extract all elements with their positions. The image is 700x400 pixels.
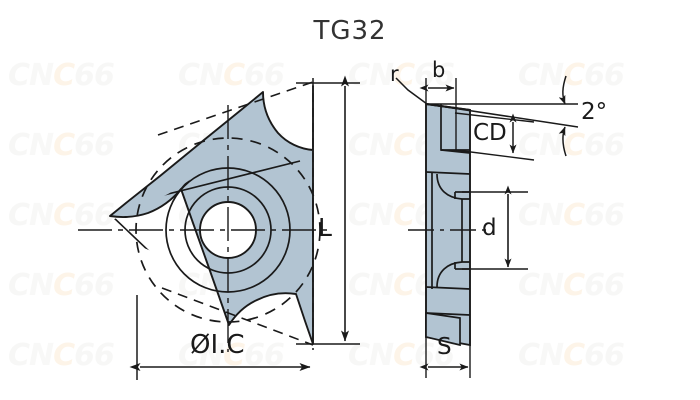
leader-line-cd-top [454, 112, 535, 123]
bore-profile-upper [436, 173, 470, 200]
angle-arc-upper [558, 75, 567, 105]
label-d: d [482, 215, 497, 241]
label-inscribed-circle: ØI.C [190, 330, 245, 360]
drawing-title: TG32 [313, 16, 387, 46]
label-L: L [318, 213, 332, 242]
label-angle-2deg: 2° [581, 99, 608, 125]
angle-arc-lower [558, 126, 567, 157]
band-line-2 [425, 286, 471, 290]
band-line-1 [425, 171, 471, 175]
bore-profile-lower [436, 261, 470, 288]
side-view [395, 75, 579, 378]
construction-edge-bottom [161, 287, 314, 346]
leader-line-cd-bottom [454, 149, 535, 161]
leader-line-r [395, 77, 428, 105]
label-b: b [432, 58, 446, 82]
relief-face-bottom [425, 312, 461, 347]
angle-ref-line-sloped [425, 103, 579, 128]
label-S: S [437, 334, 452, 360]
label-CD: CD [473, 120, 507, 146]
construction-edge-top [157, 81, 314, 136]
label-r: r [390, 62, 399, 86]
front-view [78, 75, 360, 380]
